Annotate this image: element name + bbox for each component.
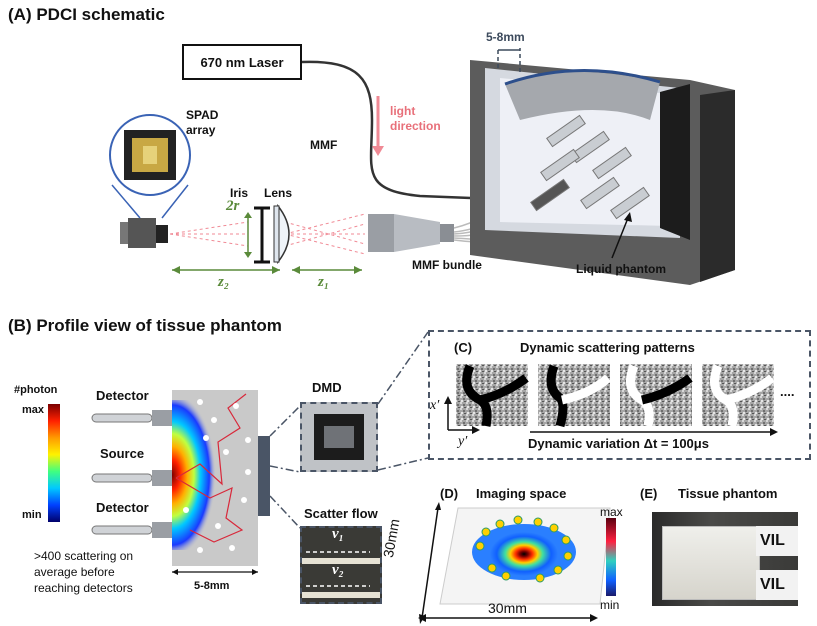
scatter-flow-image (300, 526, 382, 604)
imaging-space (418, 502, 616, 624)
dmd-image (300, 402, 378, 472)
panel-c-heading: Dynamic scattering patterns (520, 340, 695, 355)
liquid-phantom-label: Liquid phantom (576, 262, 666, 276)
iris-label: Iris (230, 186, 249, 200)
phantom-label-top: VIL (760, 532, 785, 549)
laser-label: 670 nm Laser (200, 54, 284, 70)
v1-label: v₁ (332, 526, 344, 542)
pattern-frame-2 (538, 364, 611, 428)
panel-c-title: (C) (454, 340, 473, 355)
imaging-x-dim: 30mm (488, 600, 527, 616)
panel-c-frame (428, 330, 811, 460)
lens-label: Lens (264, 186, 293, 200)
schematic-graphics (109, 48, 735, 285)
dmd-label: DMD (312, 380, 342, 395)
detector-bottom-label: Detector (96, 500, 149, 515)
scattering-patterns (444, 364, 778, 436)
panel-d-title: (D) (440, 486, 459, 501)
pattern-frame-3 (620, 364, 693, 427)
imaging-min: min (600, 598, 620, 612)
z1-label: z₁ (318, 274, 330, 290)
mmf-fiber (301, 60, 521, 202)
colorbar-min: min (22, 509, 42, 521)
camera-icon (120, 218, 168, 248)
source-probe (91, 470, 172, 486)
thickness-label: 5-8mm (486, 30, 525, 44)
v2-label: v₂ (332, 562, 344, 578)
panel-a-title: (A) PDCI schematic (8, 5, 165, 24)
panel-b-title: (B) Profile view of tissue phantom (8, 316, 282, 335)
panel-e-title: (E) (640, 486, 658, 501)
mmf-bundle-label: MMF bundle (412, 258, 482, 272)
detector-top-label: Detector (96, 388, 149, 403)
panel-e-heading: Tissue phantom (678, 486, 778, 501)
pattern-frame-4 (702, 364, 775, 427)
z2-label: z₂ (218, 274, 230, 290)
mmf-bundle-connector (368, 214, 454, 252)
phantom-label-bottom: VIL (760, 576, 785, 593)
scatter-note: >400 scattering on average before reachi… (34, 549, 134, 595)
phantom-width-label: 5-8mm (194, 580, 230, 592)
light-direction-label: light direction (390, 104, 441, 133)
pattern-ellipsis: .... (780, 384, 795, 399)
source-label: Source (100, 446, 145, 461)
dynamic-variation-label: Dynamic variation Δt = 100μs (528, 436, 709, 451)
phantom-profile (91, 390, 270, 575)
imaging-max: max (600, 505, 623, 519)
photon-label: #photon (14, 384, 58, 396)
x-axis-label: x′ (430, 398, 440, 413)
pattern-frame-1 (456, 364, 529, 427)
tissue-phantom-photo: VIL VIL (652, 512, 798, 606)
photon-colorbar (48, 404, 60, 522)
y-axis-label: y′ (458, 434, 468, 449)
laser-box: 670 nm Laser (182, 44, 302, 80)
detector-probe-bottom (91, 522, 172, 538)
spad-label: SPAD array (186, 108, 219, 137)
panel-d-heading: Imaging space (476, 486, 567, 501)
scatter-flow-label: Scatter flow (304, 506, 378, 521)
colorbar-max: max (22, 404, 45, 416)
detector-probe-top (91, 410, 172, 426)
mmf-label: MMF (310, 138, 338, 152)
two-r-label: 2r (226, 198, 240, 214)
